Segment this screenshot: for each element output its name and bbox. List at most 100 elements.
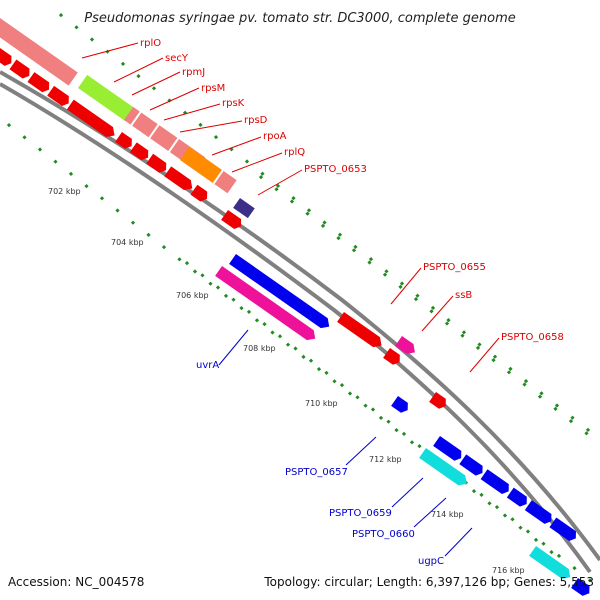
tick-dot [192,269,198,274]
kbp-label: 710 kbp [305,399,338,408]
gene-features [0,18,590,596]
gene-blue-g [571,578,590,596]
tick-dot [184,260,190,266]
gene-rpmJ [124,106,140,125]
tick-dot [151,86,157,91]
tick-dot [471,488,477,494]
tick-dot [415,293,420,298]
tick-dot [553,406,558,412]
tick-dot [508,366,513,372]
gene-blue-c [480,469,509,495]
label-secY: secY [165,53,189,64]
tick-dot [461,330,467,335]
gene-red-6 [115,132,132,149]
tick-dot [382,272,388,277]
tick-dot [502,513,508,518]
kbp-label: 712 kbp [369,455,402,464]
gene-blue-d [506,487,527,507]
gene-rplO [0,18,78,86]
label-PSPTO_0658: PSPTO_0658 [501,332,564,343]
gene-blue-f [549,517,576,542]
tick-dot [258,174,264,180]
tick-dot [506,370,512,375]
tick-dot [308,358,314,363]
gene-red-8 [146,153,167,173]
summary-text: Topology: circular; Length: 6,397,126 bp… [263,575,594,589]
gene-blue-e [524,500,552,524]
tick-dot [409,440,415,445]
label-rpoA: rpoA [263,131,287,142]
tick-dot [554,403,560,408]
tick-dot [275,183,281,189]
tick-dot [115,208,120,213]
tick-dot [262,321,267,327]
gene-ugpC [529,546,571,579]
kbp-labels: 702 kbp 704 kbp 706 kbp 708 kbp 710 kbp … [48,187,525,575]
tick-dot [254,318,260,323]
tick-dot [305,211,310,216]
gene-red-11 [383,348,400,365]
tick-dot [541,541,546,546]
tick-dot [487,501,492,506]
tick-dot [384,269,389,274]
label-leader-lines [81,42,500,557]
tick-dot [368,256,374,262]
label-PSPTO_0655: PSPTO_0655 [423,262,486,273]
gene-blue-a [433,436,462,461]
tick-dot [58,12,64,18]
tick-dot [246,309,252,315]
backbone-arc-outer [0,70,600,562]
tick-dot [285,342,291,347]
tick-dot [492,354,498,359]
tick-dot [239,305,244,311]
label-rpsM: rpsM [201,83,225,94]
tick-dot [68,171,74,177]
tick-dot [336,235,341,241]
gene-PSPTO_0659 [419,448,467,486]
tick-dot [231,297,236,302]
gene-PSPTO_0658 [429,392,446,409]
tick-dot [549,549,554,555]
tick-dot [570,415,575,420]
tick-dot [306,208,312,213]
tick-dot [537,394,543,399]
tick-dot [378,415,384,421]
tick-dot [413,296,419,302]
kbp-label: 702 kbp [48,187,81,196]
kbp-label: 716 kbp [492,566,525,575]
gene-red-1 [0,48,12,66]
tick-dot [417,443,422,449]
label-ugpC: ugpC [418,556,444,567]
tick-dot [494,504,500,510]
tick-dot [556,553,562,559]
tick-dot [213,134,219,140]
tick-dot [572,565,577,571]
tick-dot [291,195,296,201]
gene-red-5 [66,99,115,137]
tick-dot [22,135,27,140]
label-PSPTO_0659: PSPTO_0659 [329,508,392,519]
tick-dot [491,357,496,363]
tick-dot [337,232,343,237]
tick-dot [363,403,368,408]
tick-dot [533,537,539,543]
tick-dot [289,199,295,204]
tick-dot [446,317,451,323]
label-ssB: ssB [455,290,472,301]
accession-text: Accession: NC_004578 [8,575,144,589]
kbp-label: 704 kbp [111,238,144,247]
tick-dot [355,395,360,400]
tick-dot [301,354,306,360]
tick-dot [120,61,126,67]
tick-dot [198,122,203,128]
tick-dot [89,37,95,42]
tick-dot [394,427,399,433]
tick-dot [6,122,12,128]
tick-dot [161,244,167,250]
tick-dot [386,419,391,424]
gene-rpoA [180,146,222,183]
gene-red-7 [129,142,149,161]
tick-dots [6,12,593,583]
label-PSPTO_0657: PSPTO_0657 [285,467,348,478]
